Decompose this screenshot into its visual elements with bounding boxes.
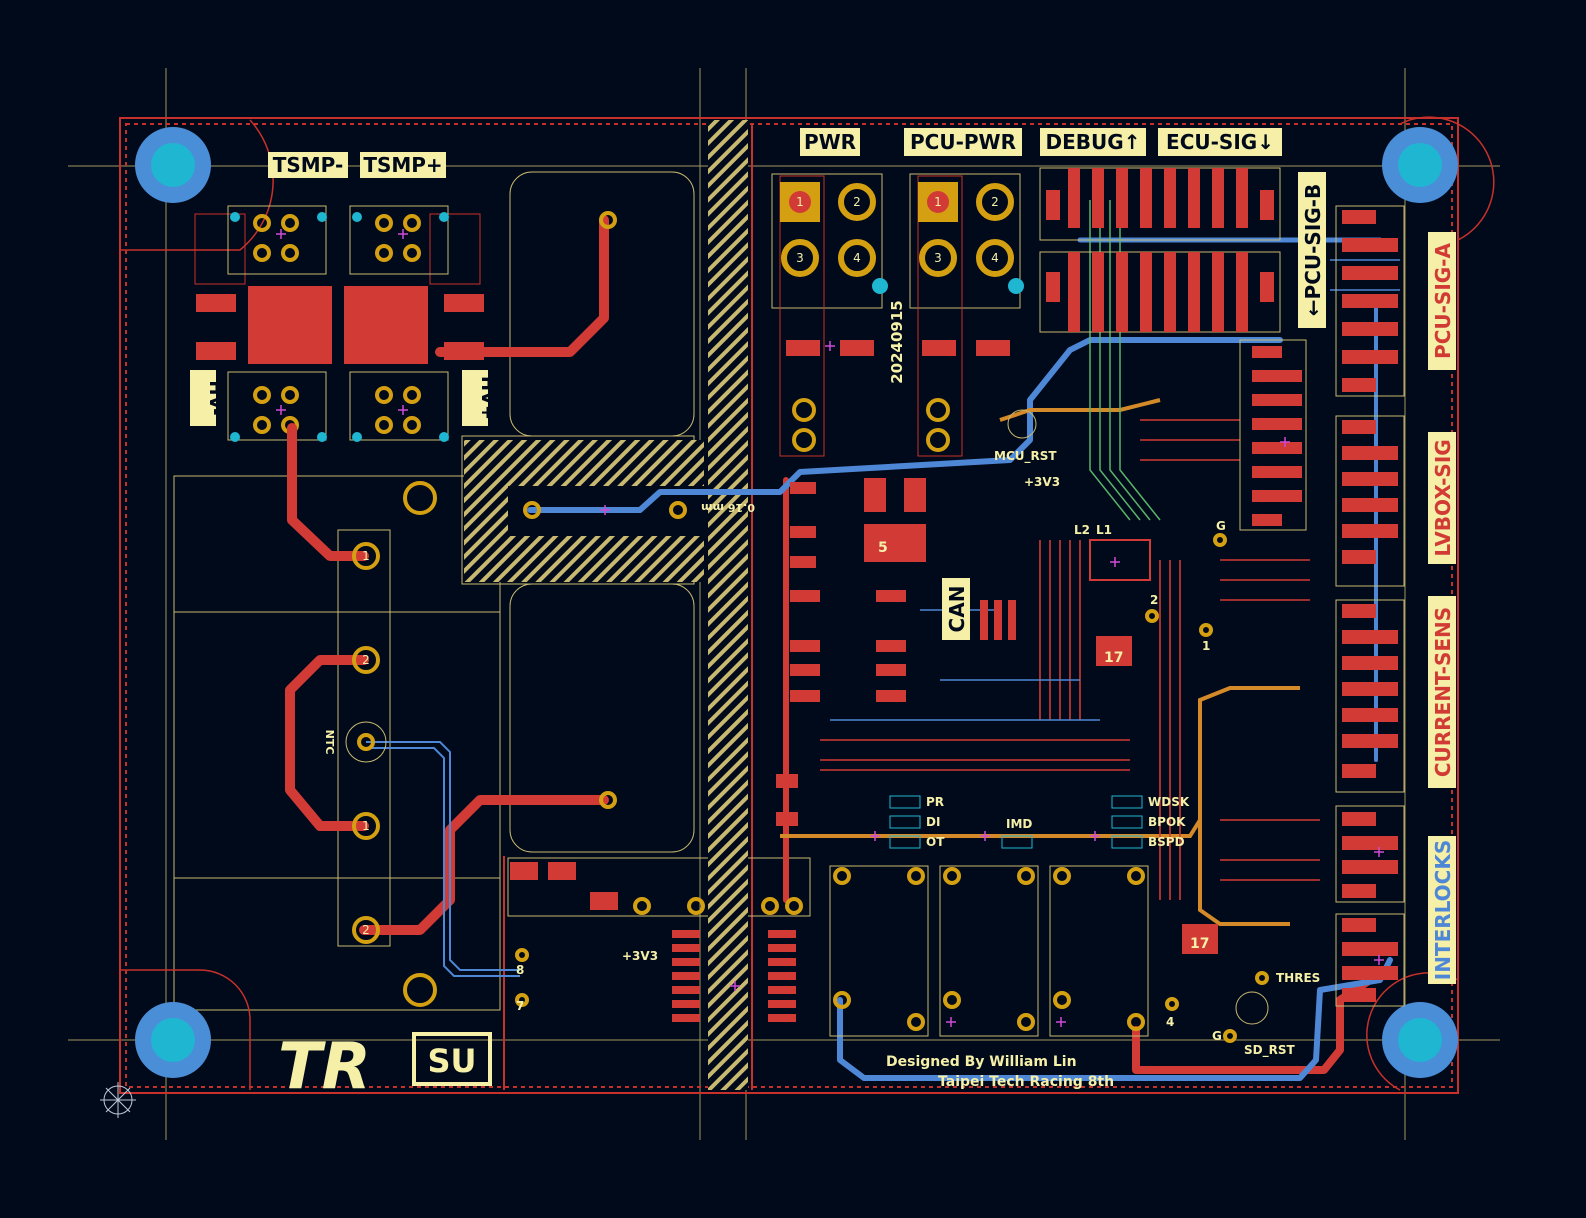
ecu-sig-label: ECU-SIG↓ [1166, 130, 1274, 154]
pwr-pad-1: 1 [796, 195, 804, 209]
component-centers [276, 229, 1384, 1027]
pwr-label: PWR [804, 130, 856, 154]
pwr-connectors [771, 173, 1024, 457]
imd-label: IMD [1006, 817, 1032, 831]
tsmp-minus-label-bg [268, 152, 348, 178]
pcu-sig-b-label: ←PCU-SIG-B [1301, 184, 1325, 316]
hv-pad-1: 1 [362, 549, 370, 563]
hv-plus-label: HV+ [477, 376, 498, 420]
g-label-bottom: G [1212, 1029, 1222, 1043]
tsmp-plus-label-bg [360, 152, 446, 178]
pcu-pad-3: 3 [934, 251, 942, 265]
designer-credit: Designed By William Lin [886, 1054, 1077, 1070]
pcu-sig-a-label: PCU-SIG-A [1431, 243, 1455, 359]
thres-label: THRES [1276, 971, 1320, 985]
di-label: DI [926, 815, 940, 829]
silkscreen-small-text: 20240915 MCU_RST +3V3 +3V3 0.16 mm NTC P… [323, 300, 1320, 1090]
pcu-pwr-label: PCU-PWR [910, 130, 1016, 154]
hv-pad-1b: 1 [362, 819, 370, 833]
wdsk-label: WDSK [1148, 795, 1190, 809]
pin-7-label: 7 [516, 999, 524, 1013]
pin-2-label: 2 [1150, 593, 1158, 607]
mcu-rst-label: MCU_RST [994, 449, 1057, 464]
bspd-label: BSPD [1148, 835, 1185, 849]
debug-ecu-connector [1039, 167, 1281, 333]
pcu-pad-2: 2 [991, 195, 999, 209]
pin-1-label: 1 [1202, 639, 1210, 653]
right-edge-connectors [1239, 205, 1405, 1007]
component-footprints [510, 478, 1218, 1022]
lvbox-sig-label: LVBOX-SIG [1431, 439, 1455, 556]
pad-numbers: 1 2 1 2 1 2 3 4 1 2 3 4 [362, 195, 999, 937]
team-logo: TR SU [278, 1030, 492, 1104]
hv-pad-2: 2 [362, 653, 370, 667]
tsmp-plus-label: TSMP+ [363, 153, 442, 177]
pin-4-label: 4 [1166, 1015, 1174, 1029]
left-section-outlines [173, 171, 811, 1011]
pwr-pad-2: 2 [853, 195, 861, 209]
pin-8-label: 8 [516, 963, 524, 977]
pcu-pad-1: 1 [934, 195, 942, 209]
board-outline [119, 117, 1459, 1094]
pwr-pad-3: 3 [796, 251, 804, 265]
su-logo-box [412, 1032, 492, 1086]
ic-5-label: 5 [878, 540, 888, 556]
tsmp-minus-label: TSMP- [273, 153, 344, 177]
back-thin-traces [366, 741, 520, 977]
hv-connector-block [194, 205, 484, 442]
pr-label: PR [926, 795, 944, 809]
interlocks-label: INTERLOCKS [1431, 840, 1455, 981]
su-logo: SU [427, 1042, 476, 1080]
l1-label: L1 [1096, 523, 1112, 537]
team-credit: Taipei Tech Racing 8th [938, 1074, 1114, 1090]
g-label-top: G [1216, 519, 1226, 533]
origin-marker [100, 1082, 136, 1118]
debug-label: DEBUG↑ [1046, 130, 1141, 154]
relay-footprints [345, 211, 1269, 1043]
ntc-label: NTC [323, 730, 336, 755]
l2-label: L2 [1074, 523, 1090, 537]
pcu-pad-4: 4 [991, 251, 999, 265]
date-code: 20240915 [888, 300, 906, 384]
hv-pad-2b: 2 [362, 923, 370, 937]
ot-label: OT [926, 835, 945, 849]
signal-traces [820, 419, 1320, 900]
v33-label-b: +3V3 [622, 949, 658, 963]
bpok-label: BPOK [1148, 815, 1186, 829]
sd-rst-label: SD_RST [1244, 1043, 1295, 1058]
tr-logo: TR [278, 1030, 371, 1104]
hv-minus-label: HV- [205, 380, 226, 415]
led-indicators [889, 795, 1143, 849]
can-label: CAN [945, 586, 969, 633]
current-sens-label: CURRENT-SENS [1431, 607, 1455, 777]
ic-17b-label: 17 [1190, 936, 1209, 952]
ic-labels: 5 17 17 [878, 540, 1209, 952]
silkscreen-labels: TSMP- TSMP+ HV- HV+ PWR PCU-PWR DEBUG↑ E… [190, 128, 1456, 984]
dimension-label: 0.16 mm [701, 501, 755, 514]
v33-label-a: +3V3 [1024, 475, 1060, 489]
pwr-pad-4: 4 [853, 251, 861, 265]
mounting-holes [135, 127, 1458, 1078]
ic-17a-label: 17 [1104, 650, 1123, 666]
keepout-zone-vertical [708, 120, 748, 1090]
